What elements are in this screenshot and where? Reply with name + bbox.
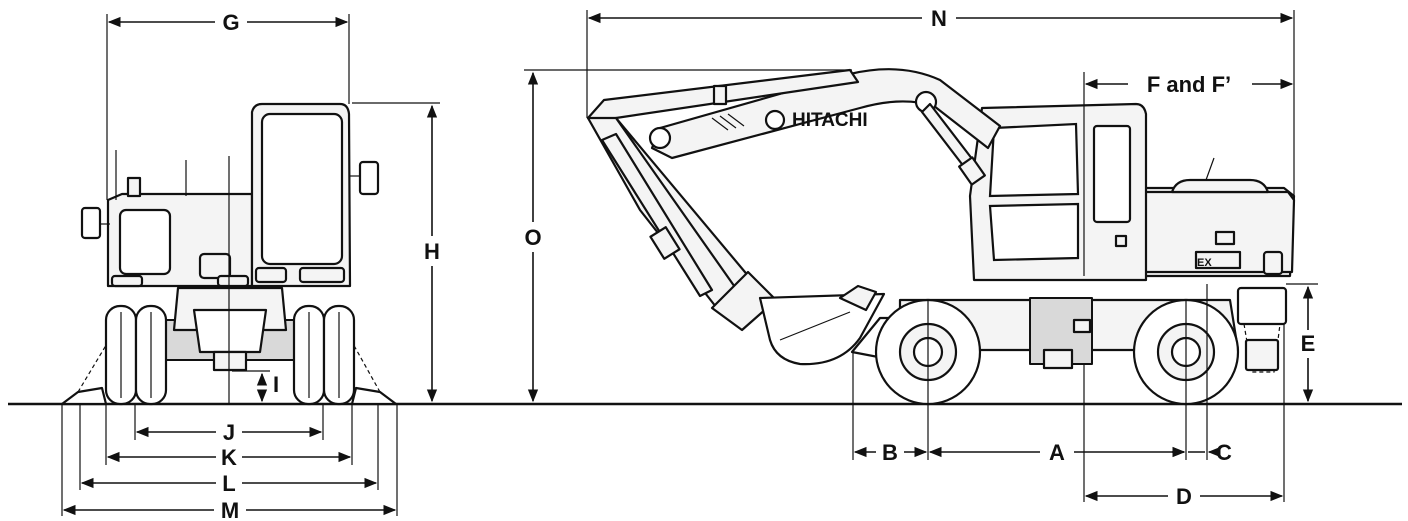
dimension-annotations: G H I J K L M (61, 6, 1318, 521)
dim-label-d: D (1176, 484, 1192, 509)
brand-logo-text: HITACHI (792, 110, 868, 131)
dim-label-l: L (222, 471, 235, 496)
side-view-machine: EX HITACHI (586, 68, 1296, 406)
dim-label-n: N (931, 6, 947, 31)
dim-label-g: G (222, 10, 239, 35)
dim-label-h: H (424, 239, 440, 264)
dim-label-e: E (1301, 331, 1316, 356)
front-view-machine (60, 102, 398, 406)
dim-label-m: M (221, 498, 239, 521)
dim-label-a: A (1049, 440, 1065, 465)
dim-label-b: B (882, 440, 898, 465)
dim-label-o: O (524, 225, 541, 250)
dim-label-j: J (223, 420, 235, 445)
dim-label-k: K (221, 445, 237, 470)
dim-label-i: I (273, 372, 279, 397)
model-badge: EX (1197, 257, 1212, 269)
dim-label-f: F and F’ (1147, 72, 1231, 97)
dim-label-c: C (1216, 440, 1232, 465)
